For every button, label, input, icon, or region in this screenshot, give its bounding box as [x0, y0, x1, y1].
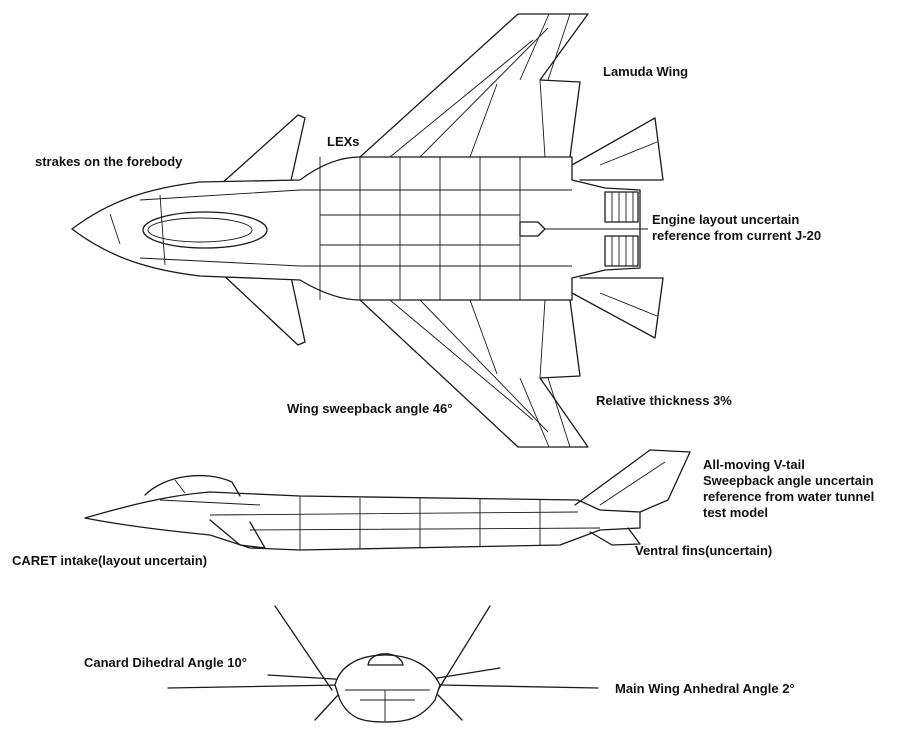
label-engine-line1: Engine layout uncertain: [652, 212, 800, 227]
engine-nozzle-upper: [604, 191, 639, 223]
side-view: [84, 449, 691, 551]
vtail-left: [274, 605, 333, 691]
upper-canard: [219, 114, 306, 186]
engine-nozzle-lower: [604, 235, 639, 267]
label-wing-sweep: Wing sweepback angle 46°: [287, 401, 453, 416]
label-main-wing-anhedral: Main Wing Anhedral Angle 2°: [615, 681, 795, 696]
label-vtail-line1: All-moving V-tail: [703, 457, 805, 472]
fuselage-side: [84, 491, 641, 551]
label-vtail: All-moving V-tail Sweepback angle uncert…: [703, 457, 874, 521]
label-lexs: LEXs: [327, 134, 360, 149]
label-strakes: strakes on the forebody: [35, 154, 183, 169]
label-vtail-line2: Sweepback angle uncertain: [703, 473, 874, 488]
vtail-right: [437, 605, 491, 691]
main-wing-right: [439, 684, 599, 689]
label-ventral-fins: Ventral fins(uncertain): [635, 543, 773, 558]
label-engine: Engine layout uncertain reference from c…: [652, 212, 821, 244]
upper-tail: [571, 117, 664, 181]
label-canard-dihedral: Canard Dihedral Angle 10°: [84, 655, 247, 670]
canard-right: [424, 667, 501, 681]
vtail-side: [574, 449, 691, 513]
label-relative-thickness: Relative thickness 3%: [596, 393, 732, 408]
lower-tail: [571, 277, 664, 339]
label-vtail-line3: reference from water tunnel: [703, 489, 875, 504]
label-engine-line2: reference from current J-20: [652, 228, 822, 243]
lower-wing: [359, 299, 589, 448]
canopy-side: [144, 474, 241, 497]
canopy-front: [367, 653, 404, 666]
label-vtail-line4: test model: [703, 505, 769, 520]
label-caret-intake: CARET intake(layout uncertain): [12, 553, 208, 568]
main-wing-left: [167, 684, 341, 689]
upper-wing: [359, 13, 589, 158]
label-lamuda-wing: Lamuda Wing: [603, 64, 689, 79]
fuselage-top: [71, 156, 641, 301]
front-view: [167, 605, 599, 723]
lower-canard: [219, 271, 306, 346]
canopy-top: [142, 211, 268, 249]
top-view: [71, 13, 664, 448]
ventral-fin: [589, 527, 641, 546]
fuselage-front: [334, 654, 441, 723]
caret-intake: [209, 519, 266, 549]
